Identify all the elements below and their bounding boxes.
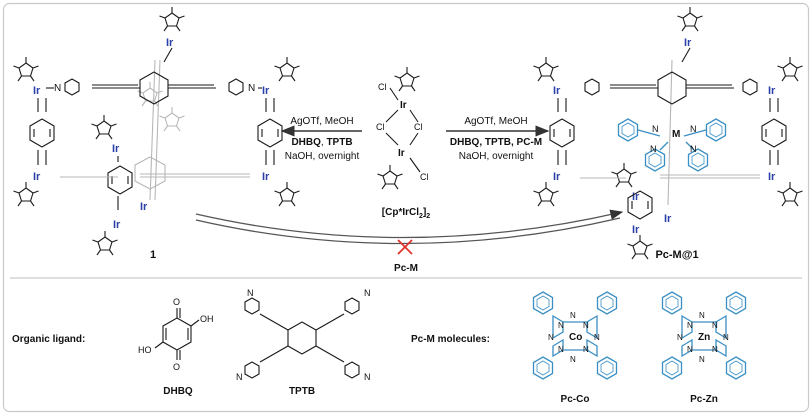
pc-zn-n: N <box>699 311 705 320</box>
pc-zn-n: N <box>712 321 718 330</box>
pc-zn-name: Pc-Zn <box>690 394 718 405</box>
precursor-ir-bottom: Ir <box>398 148 405 159</box>
tptb-structure: N N N N <box>236 288 371 382</box>
dhbq-o: O <box>173 362 180 372</box>
precursor-dimer: Ir Cl Cl Cl Ir Cl <box>376 66 429 190</box>
cage2-ir-label: Ir <box>632 191 640 203</box>
cage2-ir-label: Ir <box>684 37 692 49</box>
cage1-ir-label: Ir <box>112 143 120 155</box>
guest-n-label: N <box>690 144 697 154</box>
encapsulated-pcm-guest: M N N N N <box>617 118 727 172</box>
cage1-ir-label: Ir <box>262 85 270 97</box>
cage2-ir-label: Ir <box>768 85 776 97</box>
pc-co-n: N <box>570 355 576 364</box>
pc-zn-structure: Zn N N N N N N N N <box>661 291 747 380</box>
cage2-ir-label: Ir <box>768 171 776 183</box>
precursor-formula: [Cp*IrCl2]2 <box>382 207 430 220</box>
dhbq-ho: HO <box>138 345 152 355</box>
forbidden-x-mark <box>397 239 413 255</box>
organic-ligand-label: Organic ligand: <box>12 334 85 345</box>
cage1-ir-label: Ir <box>33 171 41 183</box>
pc-co-structure: Co N N N N N N N N <box>532 291 618 380</box>
precursor-cl: Cl <box>378 82 387 92</box>
pc-co-n: N <box>558 345 564 354</box>
precursor-cl: Cl <box>414 122 423 132</box>
pc-zn-metal: Zn <box>698 332 710 343</box>
left-arrow-ligands: DHBQ, TPTB <box>291 137 352 148</box>
cage2-ir-label: Ir <box>664 213 672 225</box>
cage2-ir-label: Ir <box>632 224 640 236</box>
cage2-ir-label: Ir <box>553 171 561 183</box>
dhbq-name: DHBQ <box>163 386 193 397</box>
guest-n-label: N <box>652 124 659 134</box>
dhbq-oh: OH <box>200 314 214 324</box>
pc-co-metal: Co <box>569 332 582 343</box>
pc-co-n: N <box>583 321 589 330</box>
cage-pcm1-structure: Ir Ir Ir Ir Ir <box>532 6 804 260</box>
tptb-n: N <box>247 288 254 298</box>
cage1-ir-label: Ir <box>262 171 270 183</box>
cage1-ir-label: Ir <box>113 219 121 231</box>
left-arrow-conditions: NaOH, overnight <box>285 151 360 162</box>
tptb-name: TPTB <box>289 386 315 397</box>
pc-co-n: N <box>594 333 600 342</box>
pc-co-n: N <box>570 311 576 320</box>
pc-co-n: N <box>558 321 564 330</box>
pc-zn-n: N <box>712 345 718 354</box>
pc-zn-n: N <box>677 333 683 342</box>
pc-co-name: Pc-Co <box>561 394 590 405</box>
pc-zn-n: N <box>723 333 729 342</box>
curved-arrow-shadow <box>195 217 621 245</box>
cage-pcm1-label: Pc-M@1 <box>655 249 698 261</box>
pc-zn-n: N <box>687 345 693 354</box>
dhbq-o: O <box>173 297 180 307</box>
tptb-n: N <box>236 372 243 382</box>
bottom-arrow-label: Pc-M <box>394 263 418 274</box>
pcm-molecules-label: Pc-M molecules: <box>411 334 490 345</box>
right-arrow-conditions: NaOH, overnight <box>459 151 534 162</box>
right-arrow-reagents: AgOTf, MeOH <box>464 116 527 127</box>
guest-n-label: N <box>690 124 697 134</box>
guest-n-label: N <box>650 144 657 154</box>
right-arrow-ligands: DHBQ, TPTB, PC-M <box>450 137 542 148</box>
precursor-cl: Cl <box>420 172 429 182</box>
cage1-ir-label: Ir <box>33 85 41 97</box>
tptb-n: N <box>364 372 371 382</box>
left-arrow-reagents: AgOTf, MeOH <box>290 116 353 127</box>
pc-co-n: N <box>583 345 589 354</box>
cage1-n-left: N <box>54 83 61 94</box>
pc-zn-n: N <box>699 355 705 364</box>
guest-metal-label: M <box>672 129 680 140</box>
cage1-ir-label: Ir <box>140 201 148 213</box>
tptb-n: N <box>364 288 371 298</box>
pc-co-n: N <box>548 333 554 342</box>
cage-1-structure: Ir N N Ir Ir Ir <box>12 6 301 256</box>
precursor-ir-top: Ir <box>400 100 407 111</box>
cage2-ir-label: Ir <box>553 85 561 97</box>
cage1-n-right: N <box>248 83 255 94</box>
pc-zn-n: N <box>687 321 693 330</box>
cage-1-label: 1 <box>150 249 156 261</box>
cage1-ir-label: Ir <box>166 37 174 49</box>
curved-arrow <box>195 209 624 239</box>
precursor-cl: Cl <box>376 122 385 132</box>
dhbq-structure: O O OH HO <box>138 297 214 372</box>
